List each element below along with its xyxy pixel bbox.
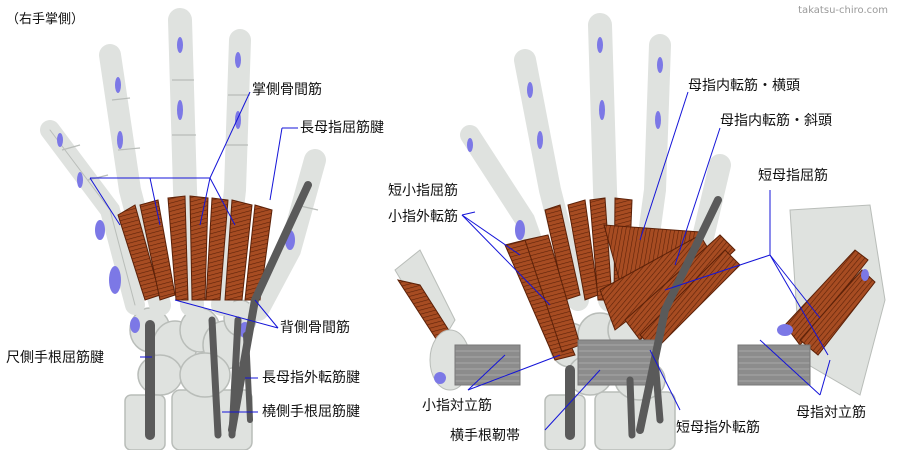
attachment-sites xyxy=(57,37,295,338)
label-adductor-transverse: 母指内転筋・横頭 xyxy=(688,78,800,94)
left-hand xyxy=(40,8,326,450)
label-apb: 短母指外転筋 xyxy=(676,420,760,436)
label-dorsal-interossei: 背側骨間筋 xyxy=(280,320,350,336)
label-odm: 小指対立筋 xyxy=(422,398,492,414)
label-apl-tendon: 長母指外転筋腱 xyxy=(262,370,360,386)
label-fpb: 短母指屈筋 xyxy=(758,168,828,184)
view-caption: （右手掌側） xyxy=(6,12,85,27)
label-flexor-retinaculum: 横手根靭帯 xyxy=(450,428,520,444)
label-adductor-oblique: 母指内転筋・斜頭 xyxy=(720,113,832,129)
watermark: takatsu-chiro.com xyxy=(798,5,888,16)
flexor-retinaculum-shape xyxy=(577,339,657,386)
label-adm: 小指外転筋 xyxy=(388,209,458,225)
leader-lines-right xyxy=(461,91,831,431)
interossei-muscles xyxy=(117,195,273,301)
right-side-view xyxy=(737,204,886,396)
label-fpl-tendon: 長母指屈筋腱 xyxy=(300,120,384,136)
label-opponens-pollicis: 母指対立筋 xyxy=(796,405,866,421)
middle-hand xyxy=(460,13,741,450)
leader-lines-left xyxy=(89,91,298,413)
label-palmar-interossei: 掌側骨間筋 xyxy=(252,82,322,98)
label-fcr-tendon: 橈側手根屈筋腱 xyxy=(262,404,360,420)
left-side-view xyxy=(394,249,521,391)
label-fcu-tendon: 尺側手根屈筋腱 xyxy=(6,350,104,366)
label-fdm-brevis: 短小指屈筋 xyxy=(388,183,458,199)
attachment-sites-mid xyxy=(467,37,663,240)
